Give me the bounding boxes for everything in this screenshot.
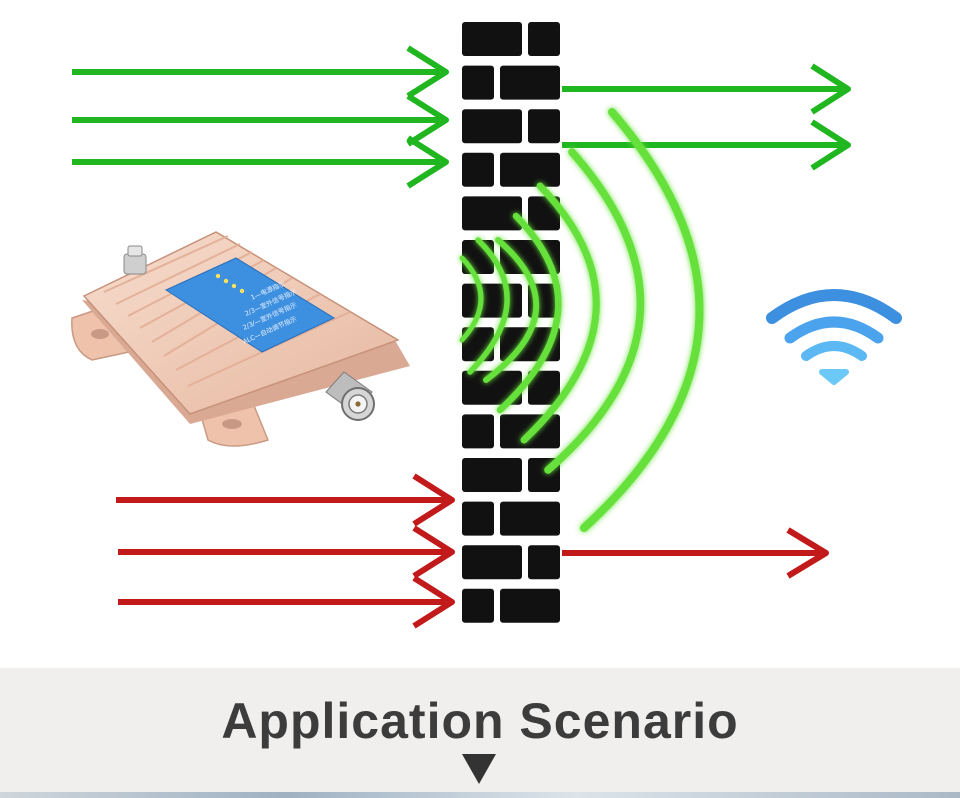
wall-brick [462,588,494,623]
wall-brick [462,109,522,144]
wall-brick [462,196,522,231]
wall-brick [462,240,494,274]
wall-brick [528,370,560,405]
signal-booster-device: 1—电源指示 2/3—室外信号指示 2/3/—室外信号指示 ALC—自动调节指示 [71,231,410,447]
red-arrow-in-2 [118,525,455,579]
red-arrow-in-1 [116,473,455,527]
down-triangle-icon [462,754,496,784]
wave-arc-7 [580,108,704,532]
wall-brick [462,414,494,449]
green-arrow-out-2 [562,119,851,171]
wall-brick [462,22,522,56]
green-arrow-out-1 [562,63,851,115]
wall-brick [462,283,522,318]
signal-waves [459,108,704,532]
wave-arc-2 [467,237,510,375]
wave-arc-5 [520,182,600,444]
incoming-red-arrows [116,473,455,629]
bottom-image-strip [0,792,960,798]
wall-brick [462,545,522,580]
incoming-green-arrows [72,45,449,189]
red-arrow-in-3 [118,575,455,629]
wall-brick [500,501,560,536]
green-arrow-in-3 [72,135,449,189]
green-arrow-in-1 [72,45,449,99]
wall-brick [528,196,560,231]
wall-brick [462,370,522,405]
application-scene: 1—电源指示 2/3—室外信号指示 2/3/—室外信号指示 ALC—自动调节指示 [71,22,902,629]
wall-brick [462,152,494,187]
device-label-panel: 1—电源指示 2/3—室外信号指示 2/3/—室外信号指示 ALC—自动调节指示 [164,257,336,353]
caption-title: Application Scenario [221,693,739,749]
top-antenna-connector [123,245,147,275]
n-type-connector [325,371,375,421]
wave-arc-6 [544,148,645,474]
wall-brick [528,109,560,144]
wave-arc-3 [483,237,540,383]
wall-brick [462,65,494,100]
wall-brick [462,458,522,492]
wall-brick [500,65,560,100]
wave-arc-1 [459,255,484,343]
wifi-icon [766,289,902,385]
wall-brick [500,588,560,623]
outgoing-red-arrow [562,527,829,579]
green-arrow-in-2 [72,93,449,147]
wall-brick [462,501,494,536]
wall-brick [528,22,560,56]
wall-brick [500,152,560,187]
wall-brick [528,545,560,580]
outgoing-green-arrows [562,63,851,171]
wave-arc-4 [496,212,562,414]
